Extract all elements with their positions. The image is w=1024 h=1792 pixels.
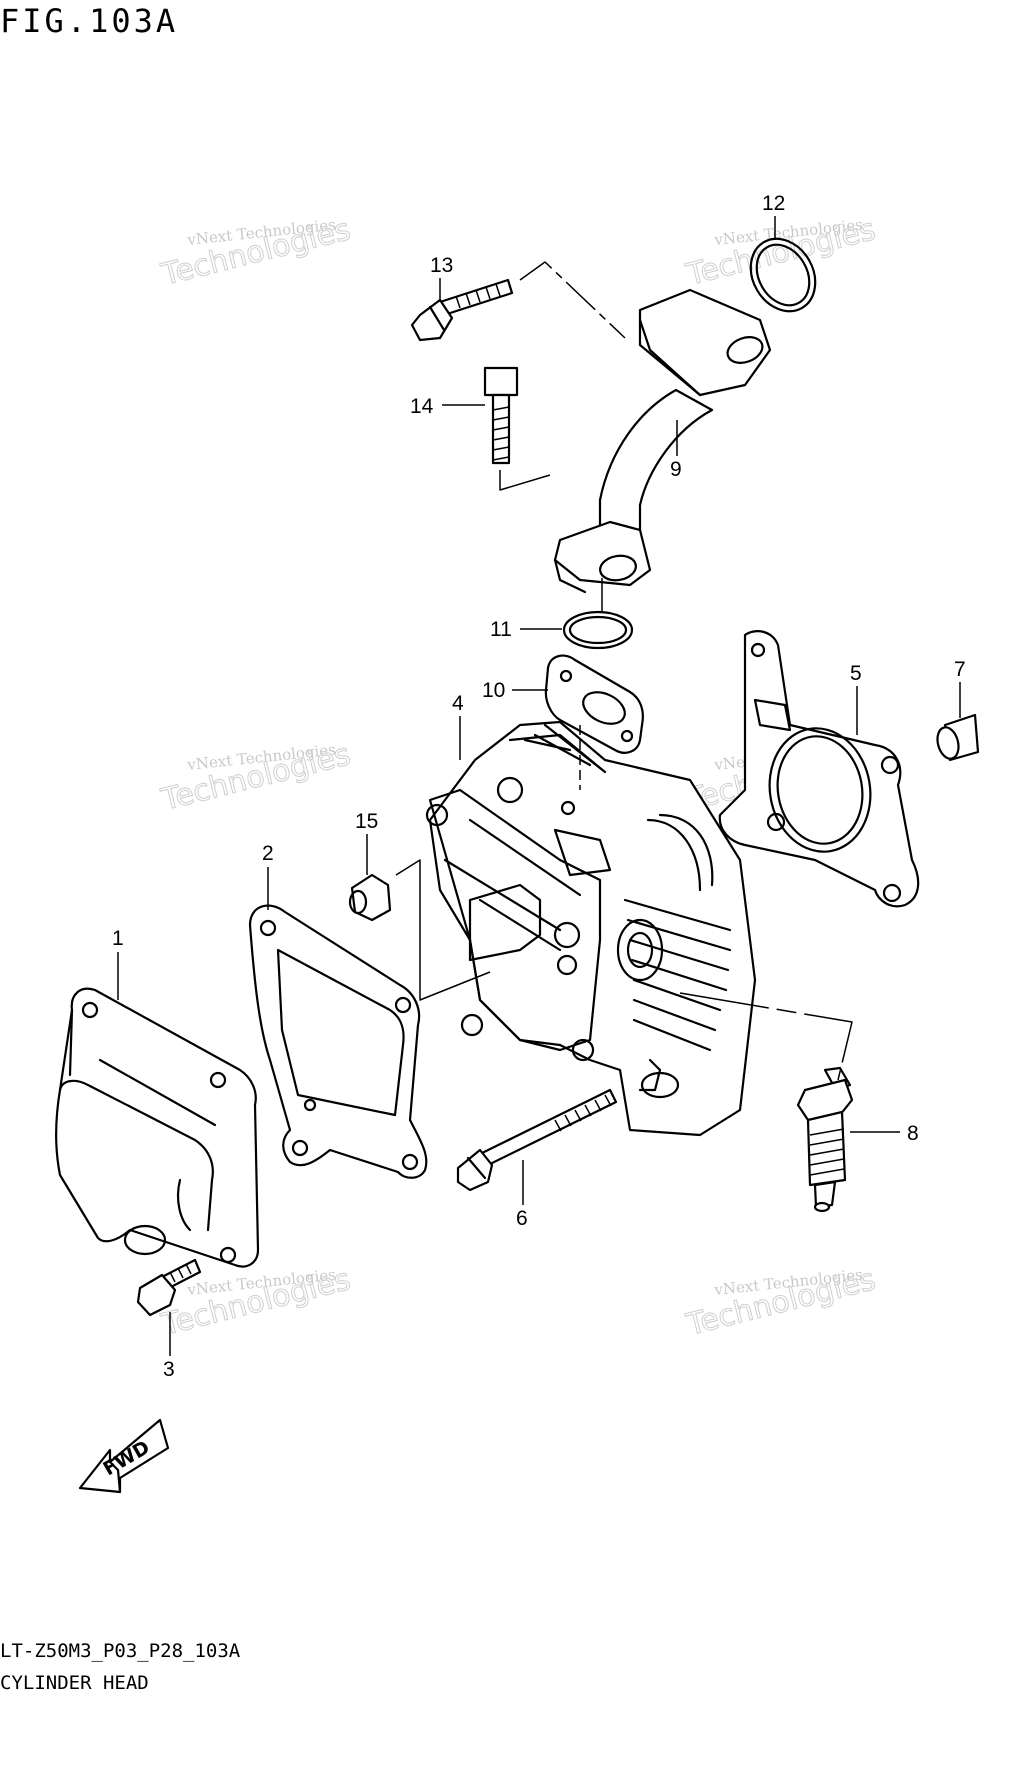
svg-text:15: 15: [355, 810, 378, 833]
part-14-bolt: [483, 366, 519, 465]
svg-text:14: 14: [410, 395, 434, 418]
watermark-bottom-right: vNext Technologies Technologies: [682, 1262, 879, 1344]
leader-lines: [395, 261, 853, 1081]
watermark-top-right: vNext Technologies Technologies: [682, 212, 879, 294]
callout-13: 13: [430, 254, 453, 302]
part-10-insulator: [544, 654, 644, 754]
part-15-nut: [348, 873, 392, 922]
part-6-bolt: [456, 1088, 618, 1192]
part-2-cover-gasket: [248, 904, 428, 1179]
callout-15: 15: [355, 810, 378, 875]
svg-text:12: 12: [762, 192, 785, 215]
svg-text:2: 2: [262, 842, 274, 865]
fwd-arrow-icon: FWD: [78, 1418, 170, 1494]
callout-6: 6: [516, 1160, 528, 1230]
callout-7: 7: [954, 658, 966, 718]
diagram-code: LT-Z50M3_P03_P28_103A: [0, 1640, 241, 1662]
part-5-exhaust-gasket: [718, 630, 920, 908]
part-8-spark-plug: [796, 1066, 854, 1213]
svg-text:5: 5: [850, 662, 862, 685]
svg-text:9: 9: [670, 458, 682, 481]
part-3-bolt: [136, 1258, 202, 1317]
part-13-bolt: [410, 278, 514, 342]
callout-3: 3: [163, 1312, 175, 1381]
watermark-middle-left: vNext Technologies Technologies: [157, 737, 354, 819]
svg-text:3: 3: [163, 1358, 175, 1381]
figure-title: FIG.103A: [0, 2, 179, 40]
callout-10: 10: [482, 679, 548, 702]
callout-2: 2: [262, 842, 274, 910]
callout-1: 1: [112, 927, 124, 1000]
svg-text:4: 4: [452, 692, 464, 715]
part-11-o-ring: [562, 610, 634, 650]
svg-text:13: 13: [430, 254, 453, 277]
svg-text:6: 6: [516, 1207, 528, 1230]
svg-text:7: 7: [954, 658, 966, 681]
callout-5: 5: [850, 662, 862, 735]
part-9-intake-pipe: [553, 288, 772, 594]
part-12-o-ring: [749, 237, 817, 313]
part-4-cylinder-head: [425, 720, 757, 1137]
callout-12: 12: [762, 192, 785, 240]
svg-text:10: 10: [482, 679, 505, 702]
callout-14: 14: [410, 395, 485, 418]
svg-text:11: 11: [490, 618, 512, 641]
part-1-head-cover: [55, 987, 260, 1268]
part-7-dowel-pin: [936, 713, 980, 762]
svg-text:8: 8: [907, 1122, 919, 1145]
callout-9: 9: [670, 420, 682, 481]
watermark-top-left: vNext Technologies Technologies: [157, 212, 354, 294]
diagram-name: CYLINDER HEAD: [0, 1672, 149, 1694]
svg-text:1: 1: [112, 927, 124, 950]
callout-4: 4: [452, 692, 464, 760]
callout-8: 8: [850, 1122, 919, 1145]
callout-11: 11: [490, 618, 562, 641]
